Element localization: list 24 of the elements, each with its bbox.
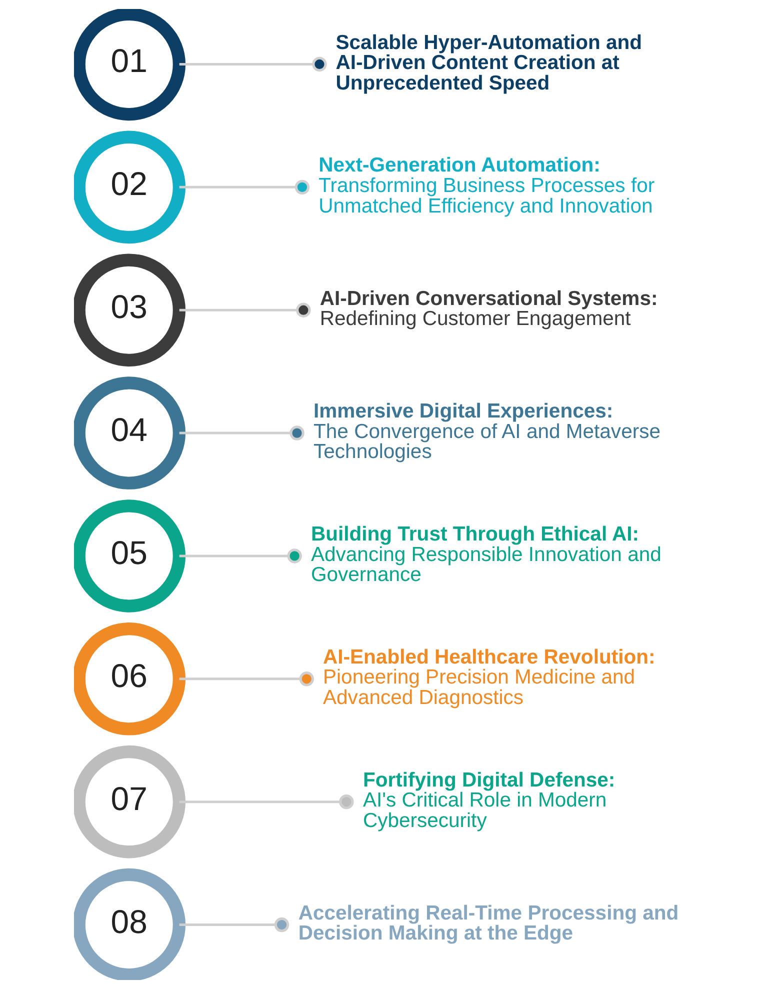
node-circle: 02	[74, 130, 186, 244]
node-text: Fortifying Digital Defense: AI's Critical Role in Modern Cybersecurity	[362, 768, 616, 832]
connector	[179, 179, 310, 194]
node-text: Scalable Hyper-Automation and AI-Driven Content Creation at Unprecedented Speed	[336, 31, 642, 94]
connector	[179, 425, 304, 440]
node-text: AI-Driven Conversational Systems: Redefining Customer Engagement	[320, 287, 658, 330]
node-circle: 07	[74, 744, 186, 858]
node-text: Immersive Digital Experiences: The Convergence of AI and Metaverse Technologies	[314, 400, 661, 463]
connector	[179, 794, 354, 809]
connector	[179, 671, 314, 686]
connector	[179, 302, 311, 317]
node-text: Next-Generation Automation: Transforming Business Processes for Unmatched Efficiency and Innovation	[318, 154, 655, 217]
node-text: Building Trust Through Ethical AI: Advancing Responsible Innovation and Governance	[310, 523, 662, 586]
node-circle: 03	[74, 253, 186, 366]
node-circle: 06	[74, 622, 186, 735]
node-circle: 08	[74, 868, 186, 980]
connector	[179, 548, 302, 563]
node-text: Accelerating Real-Time Processing and Decision Making at the Edge	[298, 902, 679, 944]
node-circle: 04	[74, 376, 186, 489]
connector	[179, 916, 290, 932]
node-text: AI-Enabled Healthcare Revolution: Pioneering Precision Medicine and Advanced Diagnostics	[323, 646, 656, 708]
node-circle: 05	[74, 499, 186, 612]
node-circle: 01	[74, 8, 186, 120]
connector	[179, 56, 327, 72]
